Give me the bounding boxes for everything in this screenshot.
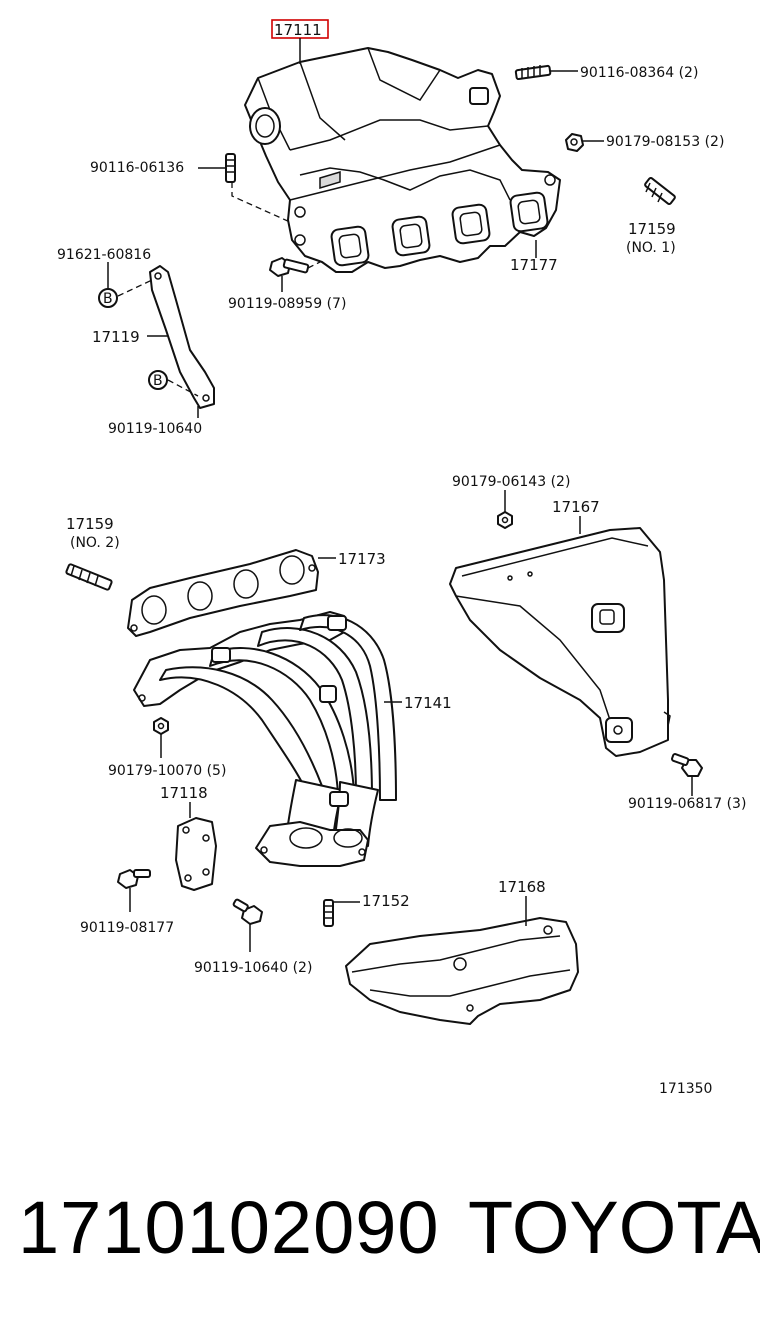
label-17173: 17173 [338,550,386,568]
stud-icon [323,899,334,927]
heat-insulator-upper [449,527,671,757]
heat-insulator-lower [345,917,579,1025]
exhaust-manifold-stay [175,817,217,891]
label-17118: 17118 [160,784,208,802]
label-17159-no1: 17159 [628,220,676,238]
callout-b-icon [98,288,118,308]
label-no1: (NO. 1) [626,240,676,256]
label-17159-no2: 17159 [66,515,114,533]
exhaust-manifold-gasket [127,549,319,637]
label-90179-10070: 90179-10070 (5) [108,763,226,779]
label-17168: 17168 [498,878,546,896]
label-90119-08959: 90119-08959 (7) [228,296,346,312]
bolt-icon [117,869,151,889]
stud-icon [514,64,552,81]
label-90179-08153: 90179-08153 (2) [606,134,724,150]
label-17119: 17119 [92,328,140,346]
part-number: 1710102090 [18,1186,440,1269]
label-17111: 17111 [274,21,322,39]
footer: 1710102090 TOYOTA [0,1185,760,1285]
label-17177: 17177 [510,256,558,274]
brand-name: TOYOTA [468,1186,760,1269]
label-17152: 17152 [362,892,410,910]
label-no2: (NO. 2) [70,535,120,551]
bolt-icon [269,257,310,277]
stud-icon [65,563,113,591]
intake-manifold [244,47,561,273]
label-90119-10640-bottom: 90119-10640 (2) [194,960,312,976]
stud-icon [225,153,236,183]
label-17141: 17141 [404,694,452,712]
label-90119-06817: 90119-06817 (3) [628,796,746,812]
nut-icon [497,511,513,529]
label-17167: 17167 [552,498,600,516]
bolt-icon [671,753,703,777]
nut-icon [153,717,169,735]
exhaust-manifold [133,611,397,867]
diagram-ref-number: 171350 [659,1081,712,1097]
label-91621-60816: 91621-60816 [57,247,151,263]
manifold-stay-bracket [149,265,215,409]
label-90116-06136: 90116-06136 [90,160,184,176]
label-90116-08364: 90116-08364 (2) [580,65,698,81]
label-90179-06143: 90179-06143 (2) [452,474,570,490]
callout-b-1: B [103,291,113,307]
callout-b-icon [148,370,168,390]
exploded-parts-diagram: 17111 90116-08364 (2) 90179-08153 (2) 17… [57,19,746,1097]
label-90119-10640-top: 90119-10640 [108,421,202,437]
nut-icon [565,133,584,152]
bolt-icon [232,898,263,925]
callout-b-2: B [153,373,163,389]
label-90119-08177: 90119-08177 [80,920,174,936]
stud-icon [644,177,676,205]
